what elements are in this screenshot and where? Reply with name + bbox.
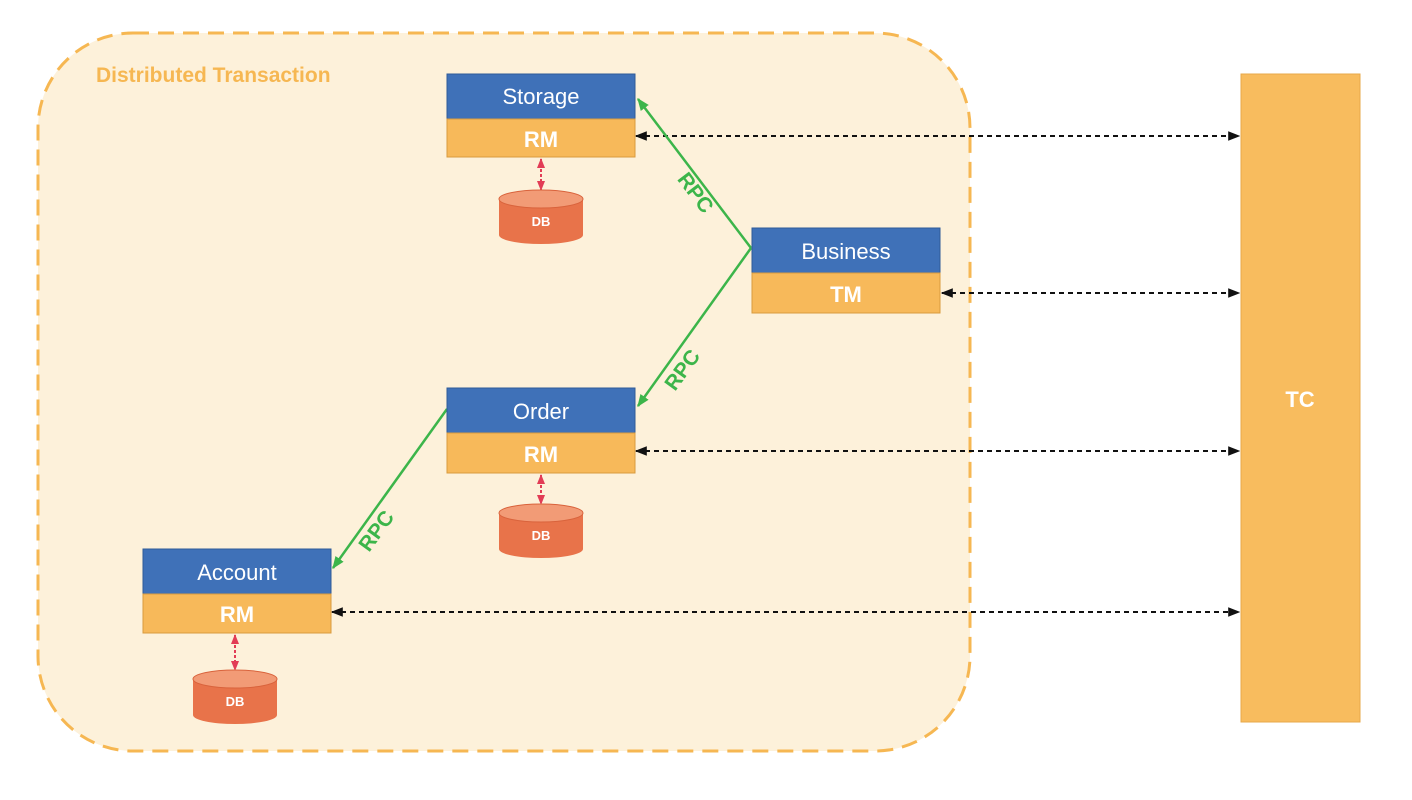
storage-role: RM: [524, 127, 558, 152]
rpc-business-to-order: [636, 247, 753, 408]
storage-db-label: DB: [532, 214, 551, 229]
order-database-icon: DB: [498, 503, 584, 558]
business-header: [751, 227, 941, 274]
order-role: RM: [524, 442, 558, 467]
region-title: Distributed Transaction: [96, 64, 331, 87]
storage-role-box: [446, 118, 636, 158]
business-role-box: [751, 272, 941, 314]
order-service: Order RM: [446, 387, 636, 474]
order-header: [446, 387, 636, 434]
account-role: RM: [220, 602, 254, 627]
account-header: [142, 548, 332, 595]
account-database-icon: DB: [192, 669, 278, 724]
rpc-order-to-account: [331, 408, 449, 570]
rpc-business-to-storage: [637, 98, 752, 249]
account-db-label: DB: [226, 694, 245, 709]
business-name: Business: [801, 239, 890, 264]
storage-service: Storage RM: [446, 73, 636, 158]
account-service: Account RM: [142, 548, 332, 634]
business-role: TM: [830, 282, 862, 307]
order-name: Order: [513, 399, 569, 424]
storage-header: [446, 73, 636, 120]
account-name: Account: [197, 560, 277, 585]
order-db-label: DB: [532, 528, 551, 543]
business-service: Business TM: [751, 227, 941, 314]
coordinator-label: TC: [1285, 387, 1314, 412]
order-role-box: [446, 432, 636, 474]
account-role-box: [142, 593, 332, 634]
storage-name: Storage: [502, 84, 579, 109]
transaction-coordinator-box: [1240, 73, 1361, 723]
storage-database-icon: DB: [498, 189, 584, 244]
